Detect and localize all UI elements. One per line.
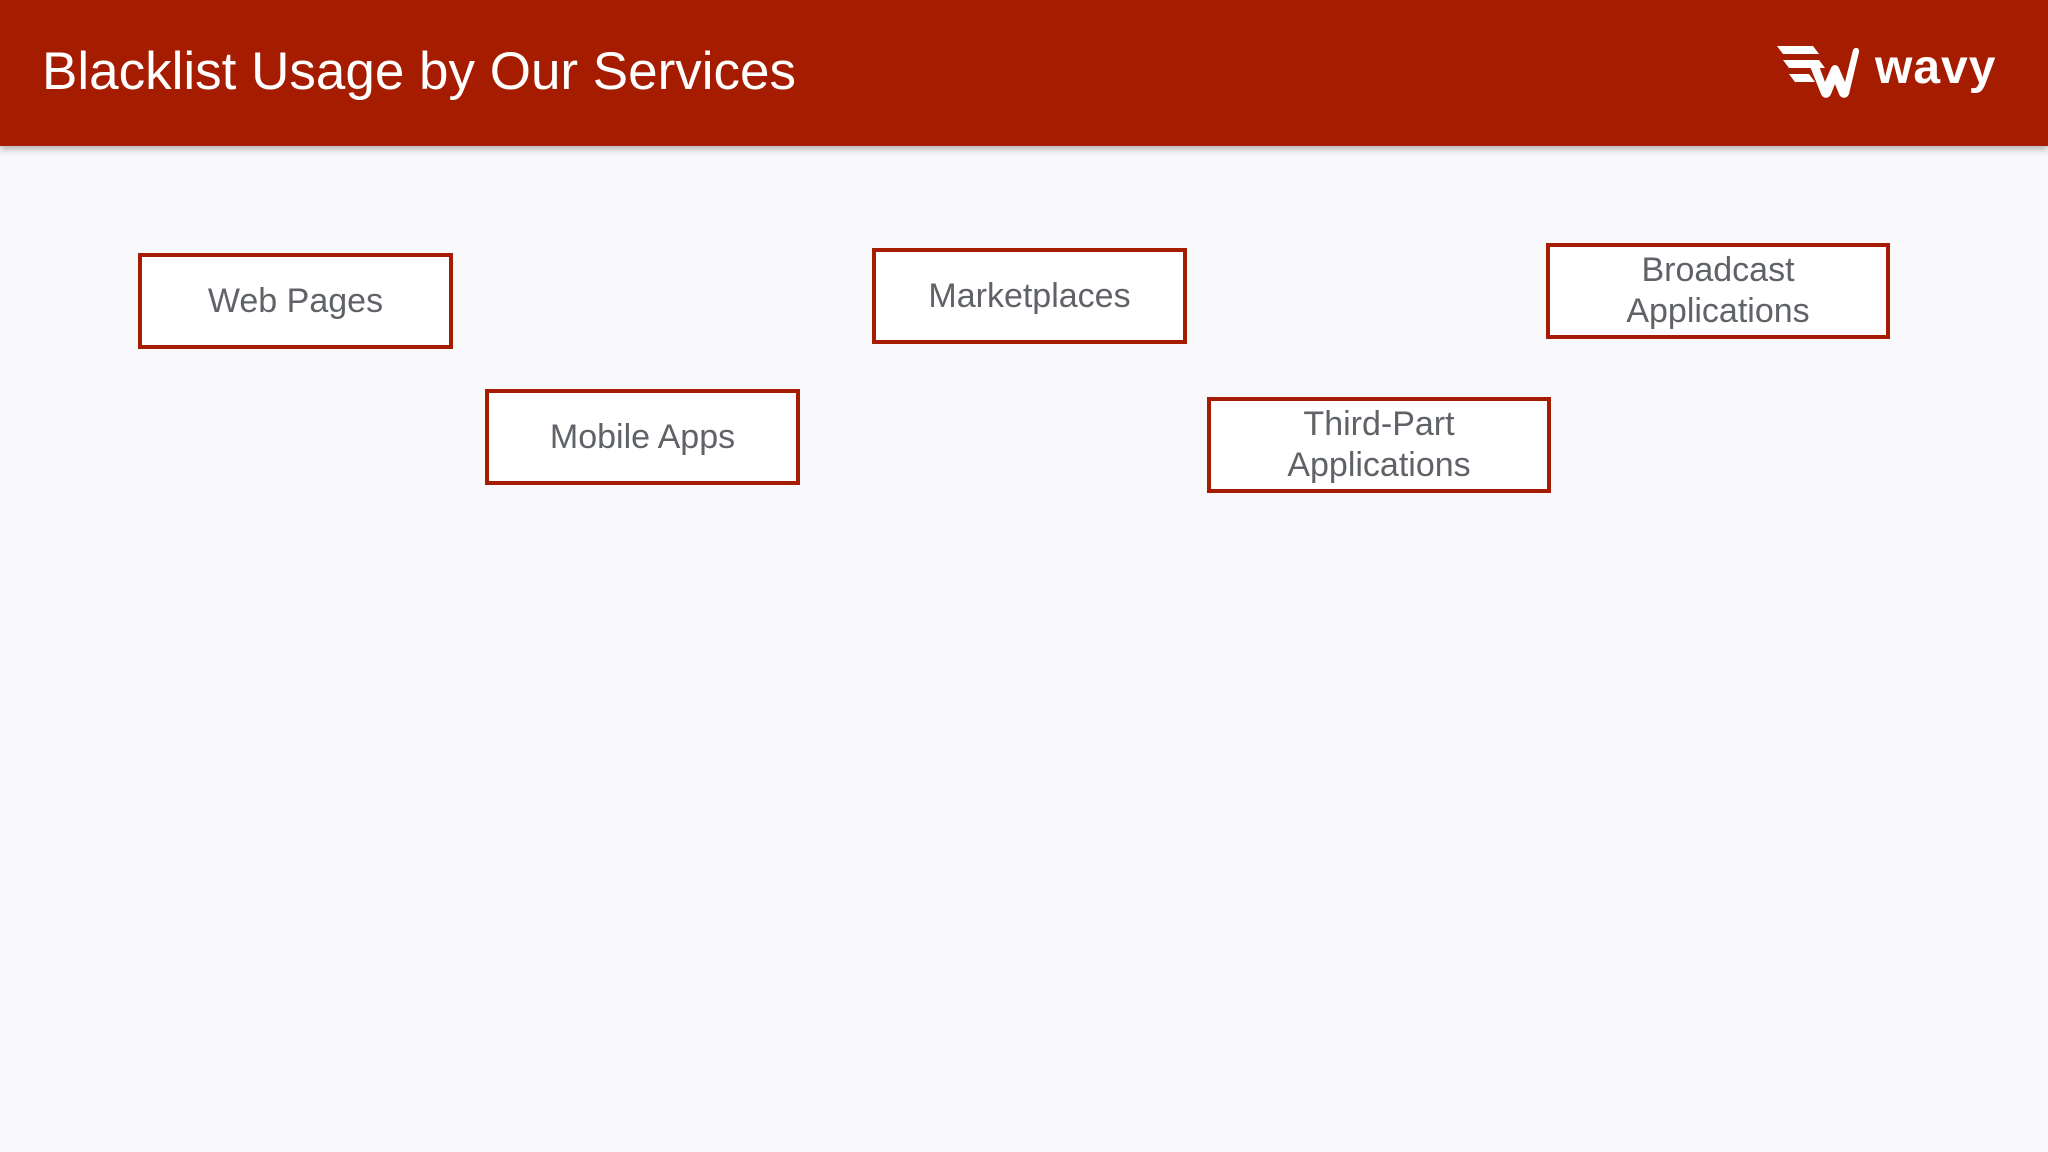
box-label: Broadcast Applications <box>1626 251 1810 330</box>
box-label: Mobile Apps <box>549 417 736 456</box>
box-marketplaces: Marketplaces <box>872 248 1187 344</box>
slide-header: Blacklist Usage by Our Services wavy <box>0 0 2048 146</box>
wavy-logo: wavy <box>1775 41 1996 102</box>
slide-title: Blacklist Usage by Our Services <box>42 42 797 101</box>
box-label: Third-Part Applications <box>1287 405 1471 484</box>
box-mobile-apps: Mobile Apps <box>485 389 800 485</box>
box-web-pages: Web Pages <box>138 253 453 349</box>
box-third-part-applications: Third-Part Applications <box>1207 397 1551 493</box>
box-label: Web Pages <box>207 281 384 320</box>
box-label: Marketplaces <box>928 276 1131 315</box>
wavy-logo-text: wavy <box>1875 41 1997 94</box>
box-broadcast-applications: Broadcast Applications <box>1546 243 1890 339</box>
wavy-logo-icon <box>1777 46 1860 98</box>
